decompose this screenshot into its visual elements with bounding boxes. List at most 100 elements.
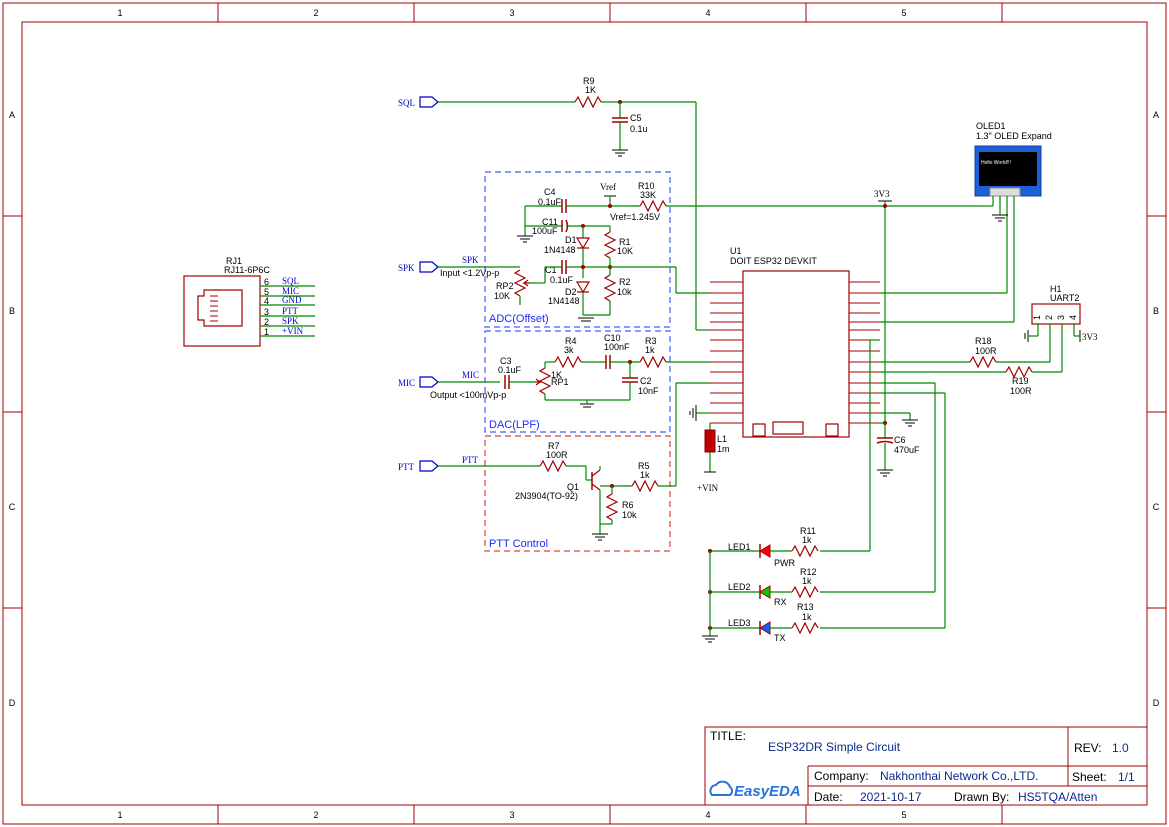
c6-val: 470uF xyxy=(894,445,920,455)
d2-val: 1N4148 xyxy=(548,296,580,306)
r9-val: 1K xyxy=(585,85,596,95)
r1-resistor xyxy=(603,231,617,259)
r6-val: 10k xyxy=(622,510,637,520)
spk-port-icon xyxy=(419,261,439,273)
v3v3-label: 3V3 xyxy=(874,189,890,199)
h1-pin: 4 xyxy=(1068,315,1078,320)
r12-resistor xyxy=(791,585,819,599)
rj11-connector: RJ1 RJ11-6P6C 6 5 4 3 2 1 SQL MIC GND PT… xyxy=(183,256,315,347)
r2-resistor xyxy=(603,274,617,302)
sql-section: R9 1K C5 0.1u xyxy=(438,76,710,331)
row-label: C xyxy=(1153,502,1160,512)
col-label: 3 xyxy=(509,8,514,18)
adc-section: ADC(Offset) C4 0.1uF Vref R10 33K Vref=1… xyxy=(438,171,978,328)
row-label: A xyxy=(1153,110,1159,120)
dac-group-label: DAC(LPF) xyxy=(489,419,540,431)
h1-pin: 3 xyxy=(1056,315,1066,320)
status-leds: LED1 PWR R11 1k LED2 RX R12 1k LED3 TX R… xyxy=(702,339,946,643)
dac-section: DAC(LPF) MIC Output <100mVp-p C3 0.1uF 1… xyxy=(430,330,710,433)
h1-ref: H1 xyxy=(1050,284,1062,294)
ptt-group-label: PTT Control xyxy=(489,538,548,550)
led3-ref: LED3 xyxy=(728,618,751,628)
row-label: D xyxy=(9,698,16,708)
d1-diode xyxy=(575,237,591,250)
u1-val: DOIT ESP32 DEVKIT xyxy=(730,256,817,266)
rj1-pin-name: PTT xyxy=(282,306,299,316)
l1-inductor xyxy=(704,429,716,453)
sql-port-label: SQL xyxy=(398,98,415,108)
row-label: C xyxy=(9,502,16,512)
r10-ref: R10 xyxy=(638,181,655,191)
cloud-icon xyxy=(709,780,733,796)
r9-ref: R9 xyxy=(583,76,595,86)
ground-icon xyxy=(612,149,628,157)
h1-val: UART2 xyxy=(1050,293,1079,303)
r13-val: 1k xyxy=(802,612,812,622)
r11-ref: R11 xyxy=(800,526,816,536)
d1-val: 1N4148 xyxy=(544,245,576,255)
r6-resistor xyxy=(605,493,619,521)
rj1-pin-num: 4 xyxy=(264,296,269,306)
c11-val: 100uF xyxy=(532,226,558,236)
r18-ref: R18 xyxy=(975,336,992,346)
row-label: A xyxy=(9,110,15,120)
col-label: 4 xyxy=(705,8,710,18)
r5-val: 1k xyxy=(640,470,650,480)
r2-val: 10k xyxy=(617,287,632,297)
r9-resistor xyxy=(574,95,602,109)
rev-label: REV: xyxy=(1074,741,1102,755)
rj1-pin-num: 5 xyxy=(264,287,269,297)
r5-resistor xyxy=(631,479,659,493)
rj1-model: RJ11-6P6C xyxy=(224,265,270,275)
ptt-port-label: PTT xyxy=(398,462,415,472)
u1-ref: U1 xyxy=(730,246,742,256)
mic-port-label: MIC xyxy=(398,378,415,388)
led3-label: TX xyxy=(774,633,786,643)
c6-ref: C6 xyxy=(894,435,906,445)
rev-value: 1.0 xyxy=(1112,741,1129,755)
rj1-pin-name: SPK xyxy=(282,316,299,326)
d2-ref: D2 xyxy=(565,287,577,297)
rj1-pin-num: 6 xyxy=(264,277,269,287)
col-label: 1 xyxy=(117,8,122,18)
easyeda-logo-text: EasyEDA xyxy=(734,783,801,800)
easyeda-logo: EasyEDA xyxy=(709,780,801,800)
c4-val: 0.1uF xyxy=(538,197,562,207)
r6-ref: R6 xyxy=(622,500,634,510)
c2-ref: C2 xyxy=(640,376,652,386)
r18-resistor xyxy=(969,355,997,369)
q1-ref: Q1 xyxy=(567,482,579,492)
c3-val: 0.1uF xyxy=(498,365,522,375)
col-label: 1 xyxy=(117,810,122,820)
l1-ref: L1 xyxy=(717,434,727,444)
r3-val: 1k xyxy=(645,345,655,355)
led2-label: RX xyxy=(774,597,787,607)
rj1-pin-num: 3 xyxy=(264,307,269,317)
c11-ref: C11 xyxy=(542,217,558,227)
company-value: Nakhonthai Network Co.,LTD. xyxy=(880,769,1039,783)
r11-resistor xyxy=(791,544,819,558)
led1-label: PWR xyxy=(774,558,795,568)
r13-resistor xyxy=(791,621,819,635)
r5-ref: R5 xyxy=(638,461,650,471)
rp2-val: 10K xyxy=(494,291,510,301)
r19-resistor xyxy=(1005,365,1033,379)
adc-group-label: ADC(Offset) xyxy=(489,313,549,325)
r3-resistor xyxy=(639,355,667,369)
esp32-module: U1 DOIT ESP32 DEVKIT L1 1m +VIN xyxy=(689,246,918,493)
r10-resistor xyxy=(639,199,667,213)
col-label: 2 xyxy=(313,8,318,18)
led-rx-icon xyxy=(759,585,771,599)
c2-val: 10nF xyxy=(638,386,659,396)
row-label: B xyxy=(1153,306,1159,316)
c4-ref: C4 xyxy=(544,187,556,197)
rj1-pin-num: 1 xyxy=(264,327,269,337)
rj1-pin-name: +VIN xyxy=(282,326,304,336)
vref-label: Vref xyxy=(600,182,616,192)
sql-port-icon xyxy=(419,96,439,108)
ptt-section: PTT Control PTT R7 100R Q1 2N3904(TO-92)… xyxy=(438,382,710,552)
rj1-ref: RJ1 xyxy=(226,256,242,266)
spk-net-label: SPK xyxy=(462,255,479,265)
spk-port-label: SPK xyxy=(398,263,415,273)
